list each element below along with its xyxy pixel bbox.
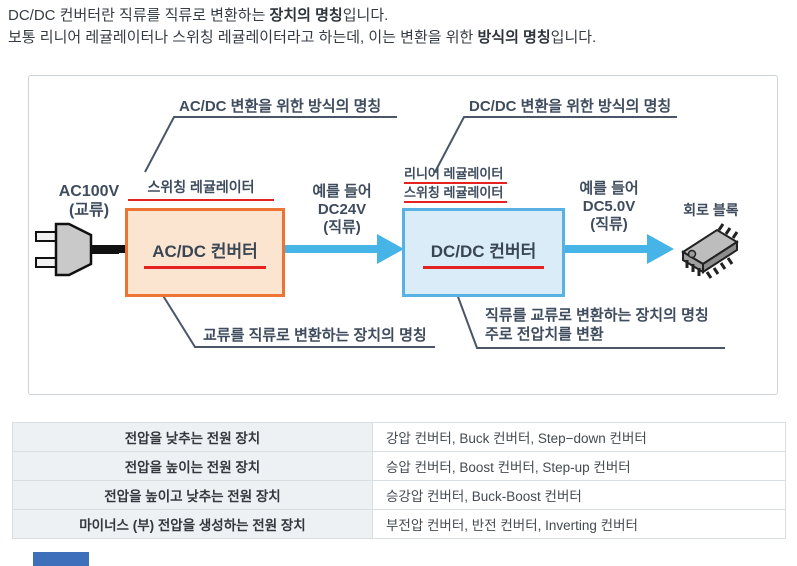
- ac-input-label: AC100V (교류): [47, 182, 131, 220]
- ac-input-voltage: AC100V: [58, 183, 120, 200]
- converter-type-table: 전압을 낮추는 전원 장치 강압 컨버터, Buck 컨버터, Step−dow…: [12, 422, 786, 539]
- callout-line-dcdc-method: [434, 116, 677, 173]
- diagram-panel: AC/DC 변환을 위한 방식의 명칭 DC/DC 변환을 위한 방식의 명칭 …: [28, 75, 778, 395]
- table-row: 전압을 높이는 전원 장치 승압 컨버터, Boost 컨버터, Step-up…: [13, 452, 785, 481]
- intro-line-2-post: 입니다.: [550, 29, 597, 46]
- intro-line-1-post: 입니다.: [342, 7, 389, 24]
- acdc-converter-label: AC/DC 컨버터: [144, 237, 266, 269]
- callout-dcdc-device-line2: 주로 전압치를 변환: [485, 326, 604, 343]
- table-row-value: 승강압 컨버터, Buck-Boost 컨버터: [373, 481, 785, 509]
- bottom-partial-element: [33, 552, 89, 566]
- dc5v-line2: DC5.0V: [582, 198, 636, 215]
- callout-dcdc-device-text: 직류를 교류로 변환하는 장치의 명칭 주로 전압치를 변환: [485, 306, 709, 344]
- switching-regulator2-label: 스위칭 레귤레이터: [404, 185, 508, 203]
- arrow-acdc-to-dcdc-icon: [285, 234, 404, 264]
- callout-acdc-method-text: AC/DC 변환을 위한 방식의 명칭: [179, 98, 382, 115]
- dc24v-line1: 예를 들어: [312, 183, 372, 200]
- table-row: 전압을 낮추는 전원 장치 강압 컨버터, Buck 컨버터, Step−dow…: [13, 423, 785, 452]
- table-row-label: 전압을 높이는 전원 장치: [13, 452, 373, 480]
- ac-plug-icon: [35, 222, 119, 277]
- dc24v-label: 예를 들어 DC24V (직류): [297, 183, 387, 237]
- dc5v-line3: (직류): [590, 216, 628, 233]
- ic-chip-icon: [681, 223, 739, 279]
- circuit-block-label: 회로 블록: [683, 202, 739, 218]
- dcdc-converter-box: DC/DC 컨버터: [402, 208, 565, 297]
- intro-line-2-bold: 방식의 명칭: [477, 29, 551, 46]
- intro-line-1-bold: 장치의 명칭: [269, 7, 343, 24]
- table-row-label: 전압을 낮추는 전원 장치: [13, 423, 373, 451]
- table-row-value: 부전압 컨버터, 반전 컨버터, Inverting 컨버터: [373, 510, 785, 538]
- intro-line-1: DC/DC 컨버터란 직류를 직류로 변환하는 장치의 명칭입니다.: [8, 5, 388, 27]
- table-row-value: 승압 컨버터, Boost 컨버터, Step-up 컨버터: [373, 452, 785, 480]
- intro-line-2-pre: 보통 리니어 레귤레이터나 스위칭 레귤레이터라고 하는데, 이는 변환을 위한: [8, 29, 478, 46]
- arrow-dcdc-to-circuit-icon: [563, 234, 674, 264]
- dc24v-line2: DC24V: [317, 201, 367, 218]
- ac-input-type: (교류): [68, 202, 110, 219]
- table-row-value: 강압 컨버터, Buck 컨버터, Step−down 컨버터: [373, 423, 785, 451]
- acdc-converter-box: AC/DC 컨버터: [125, 208, 285, 297]
- linear-regulator-label: 리니어 레귤레이터: [404, 166, 508, 184]
- switching-regulator-label: 스위칭 레귤레이터: [128, 177, 274, 201]
- callout-line-acdc-method: [144, 116, 397, 173]
- table-row: 마이너스 (부) 전압을 생성하는 전원 장치 부전압 컨버터, 반전 컨버터,…: [13, 510, 785, 539]
- dc5v-line1: 예를 들어: [579, 180, 639, 197]
- diagram-lines-layer: [113, 116, 725, 349]
- callout-line-dcdc-device: [456, 293, 725, 349]
- callout-dcdc-device-line1: 직류를 교류로 변환하는 장치의 명칭: [485, 307, 709, 324]
- table-row: 전압을 높이고 낮추는 전원 장치 승강압 컨버터, Buck-Boost 컨버…: [13, 481, 785, 510]
- intro-line-1-pre: DC/DC 컨버터란 직류를 직류로 변환하는: [8, 7, 270, 24]
- dc24v-line3: (직류): [323, 219, 361, 236]
- callout-dcdc-method-text: DC/DC 변환을 위한 방식의 명칭: [469, 98, 672, 115]
- table-row-label: 전압을 높이고 낮추는 전원 장치: [13, 481, 373, 509]
- callout-acdc-device-text: 교류를 직류로 변환하는 장치의 명칭: [203, 327, 427, 344]
- dcdc-converter-label: DC/DC 컨버터: [422, 237, 545, 269]
- dc5v-label: 예를 들어 DC5.0V (직류): [567, 180, 651, 234]
- intro-line-2: 보통 리니어 레귤레이터나 스위칭 레귤레이터라고 하는데, 이는 변환을 위한…: [8, 27, 596, 49]
- callout-line-acdc-device: [161, 293, 435, 348]
- dcdc-regulator-labels: 리니어 레귤레이터 스위칭 레귤레이터: [404, 166, 508, 204]
- table-row-label: 마이너스 (부) 전압을 생성하는 전원 장치: [13, 510, 373, 538]
